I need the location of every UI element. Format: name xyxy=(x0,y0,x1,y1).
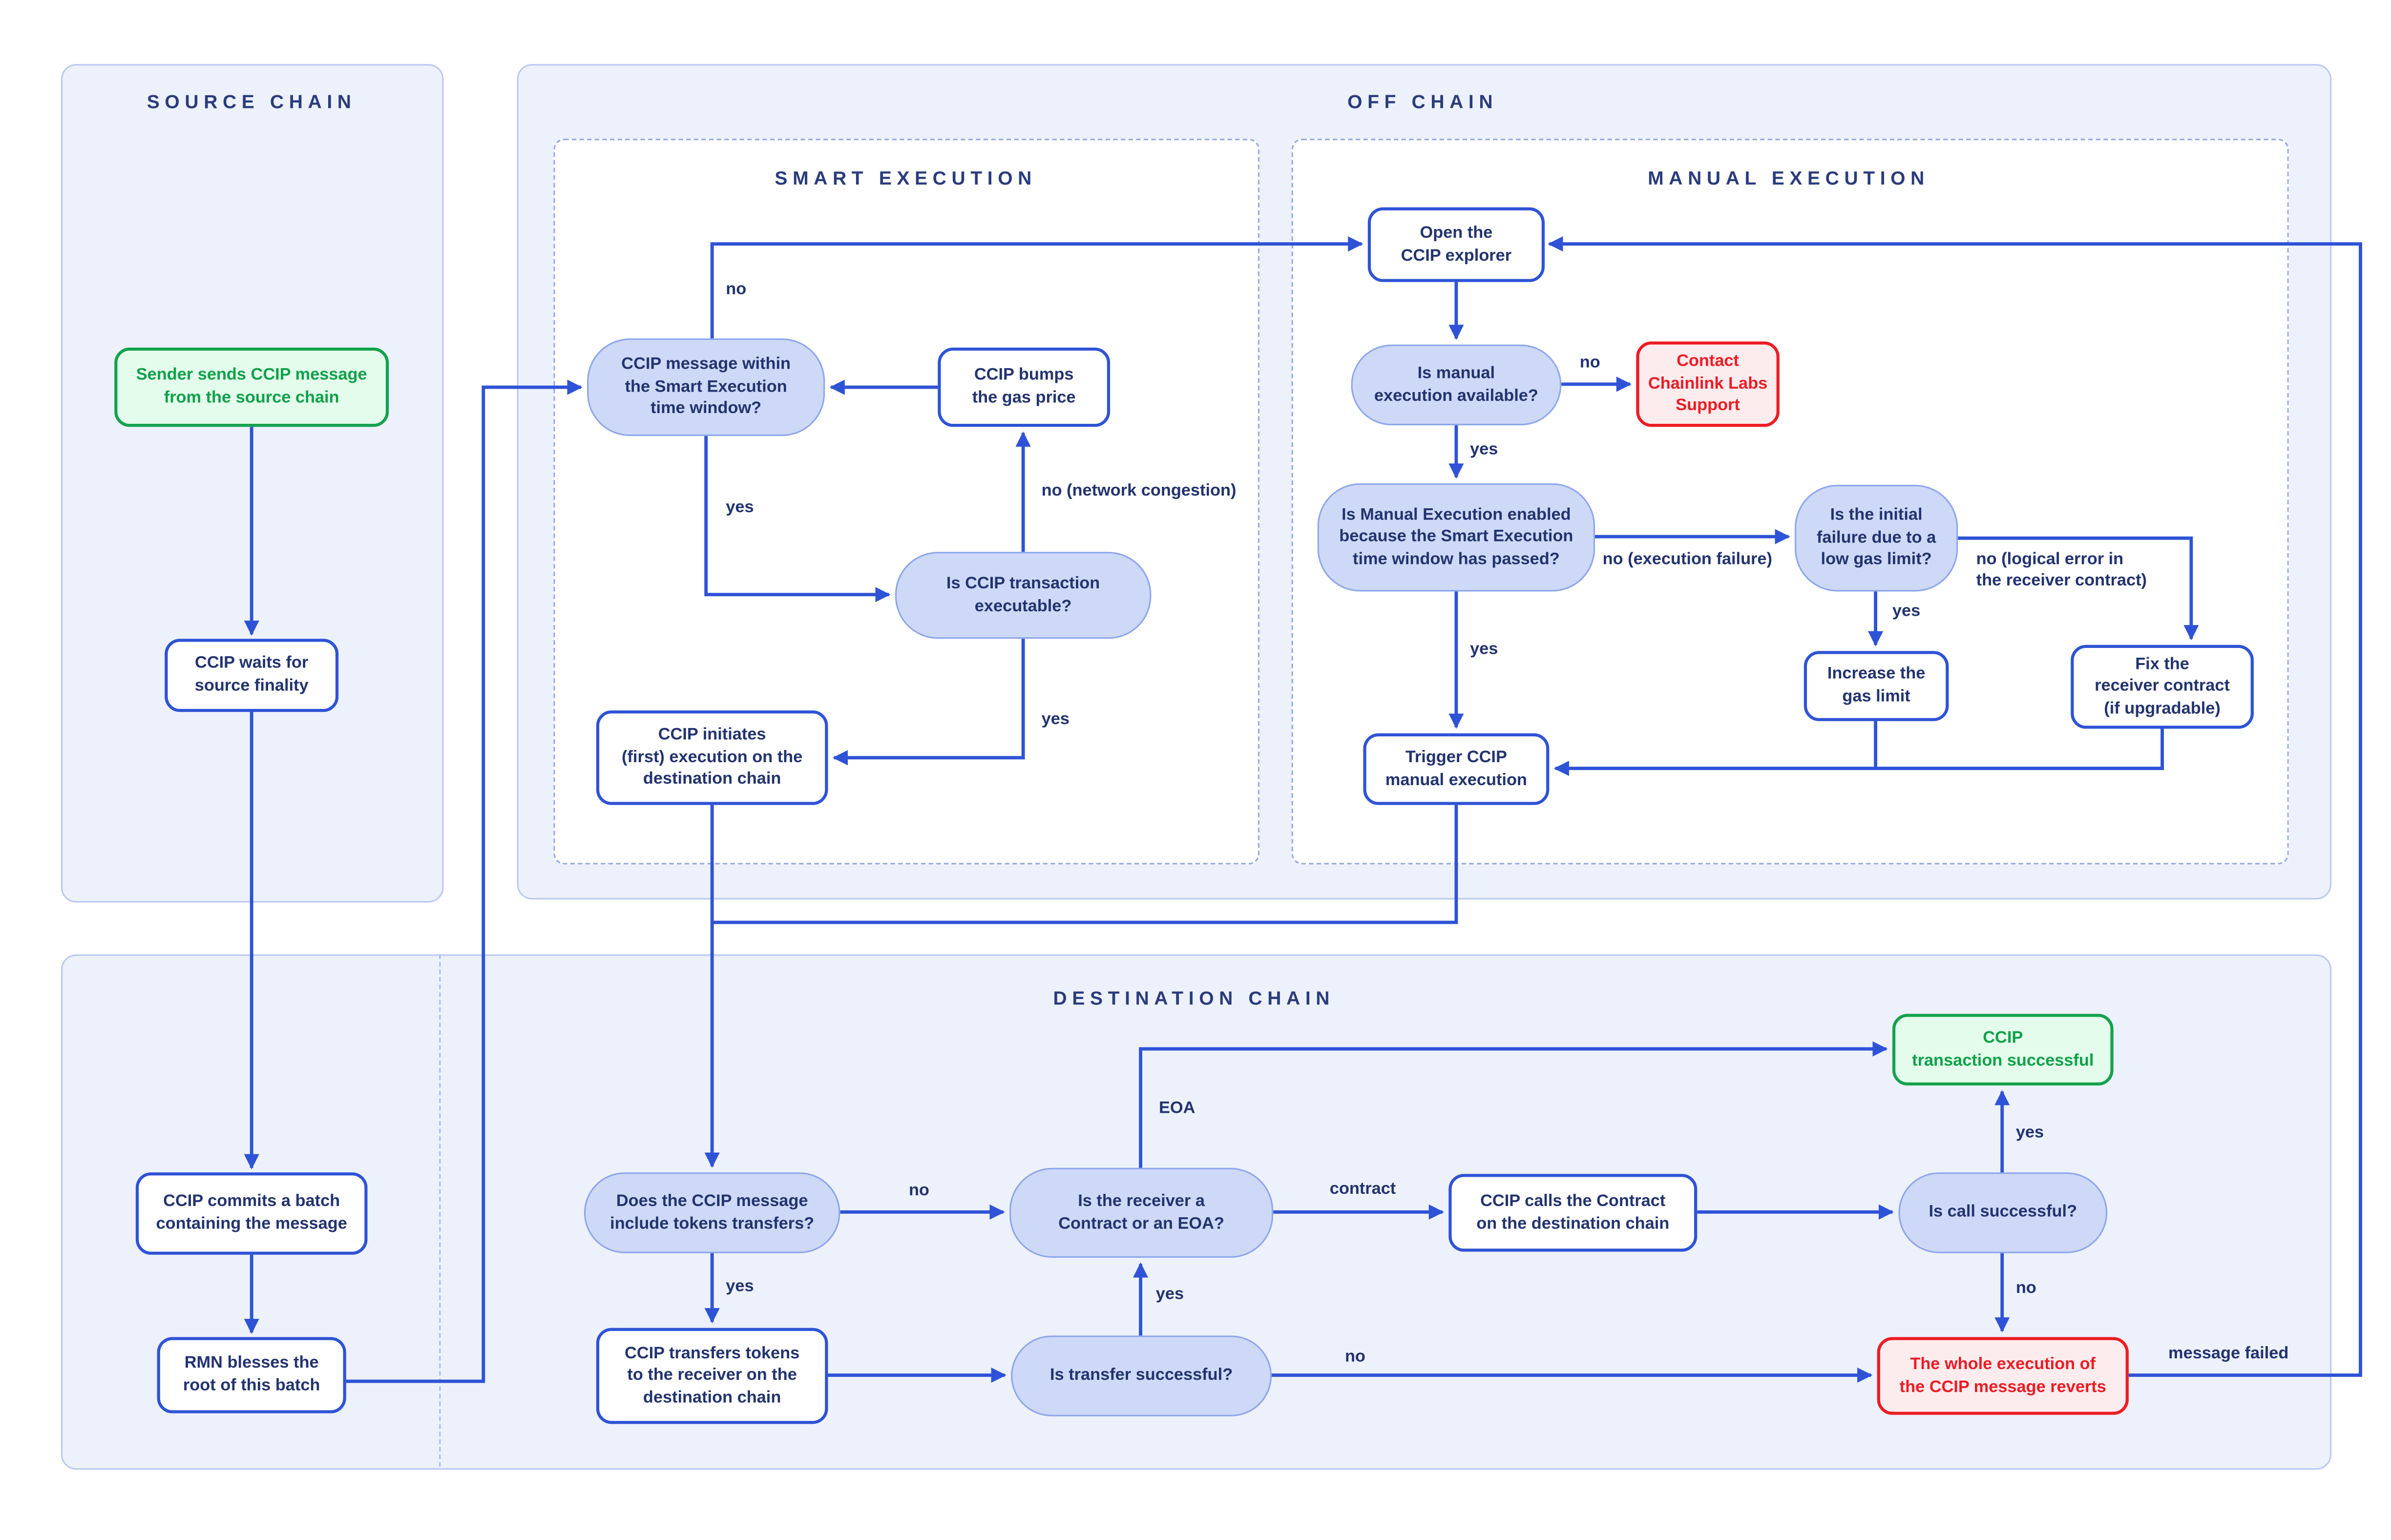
edge-label-no-manual: no xyxy=(1579,354,1600,372)
edge-label-yes-enabled: yes xyxy=(1469,640,1498,659)
edge-label-message-failed: message failed xyxy=(2168,1344,2289,1363)
edge-label-yes-tokens: yes xyxy=(726,1277,754,1296)
node-trigger-manual-execution: Trigger CCIP manual execution xyxy=(1363,733,1550,805)
source-chain-title: SOURCE CHAIN xyxy=(147,91,357,113)
edge-label-yes-call: yes xyxy=(2015,1124,2044,1142)
decision-includes-token-transfers: Does the CCIP message include tokens tra… xyxy=(584,1172,840,1253)
off-chain-title: OFF CHAIN xyxy=(1347,91,1498,113)
edge-label-no-window: no xyxy=(726,280,747,299)
edge-label-yes-executable: yes xyxy=(1041,710,1070,729)
node-ccip-initiates-execution: CCIP initiates (first) execution on the … xyxy=(596,710,828,805)
node-fix-receiver-contract: Fix the receiver contract (if upgradable… xyxy=(2071,645,2254,729)
decision-manual-execution-available: Is manual execution available? xyxy=(1351,344,1562,426)
node-transaction-successful: CCIP transaction successful xyxy=(1892,1014,2114,1086)
node-increase-gas-limit: Increase the gas limit xyxy=(1804,651,1949,721)
node-sender-sends-message: Sender sends CCIP message from the sourc… xyxy=(114,347,389,427)
node-rmn-blesses-root: RMN blesses the root of this batch xyxy=(157,1337,346,1414)
node-execution-reverts: The whole execution of the CCIP message … xyxy=(1877,1337,2129,1415)
destination-chain-divider xyxy=(439,954,441,1467)
edge-label-no-network-congestion: no (network congestion) xyxy=(1041,481,1237,500)
node-ccip-commits-batch: CCIP commits a batch containing the mess… xyxy=(135,1172,368,1255)
node-ccip-waits-finality: CCIP waits for source finality xyxy=(165,639,339,712)
edge-label-yes-window: yes xyxy=(726,499,754,517)
node-ccip-bumps-gas-price: CCIP bumps the gas price xyxy=(938,347,1111,427)
edge-label-yes-transfer: yes xyxy=(1155,1285,1184,1304)
edge-label-no-execution-failure: no (execution failure) xyxy=(1602,550,1773,569)
manual-execution-title: MANUAL EXECUTION xyxy=(1648,167,1930,189)
decision-transaction-executable: Is CCIP transaction executable? xyxy=(895,552,1152,639)
decision-transfer-successful: Is transfer successful? xyxy=(1011,1335,1272,1416)
edge-label-no-tokens: no xyxy=(908,1181,929,1200)
decision-message-within-window: CCIP message within the Smart Execution … xyxy=(587,338,825,437)
decision-failure-low-gas-limit: Is the initial failure due to a low gas … xyxy=(1795,484,1958,592)
destination-chain-title: DESTINATION CHAIN xyxy=(1053,988,1335,1010)
edge-label-yes-gas: yes xyxy=(1892,602,1921,621)
decision-receiver-contract-or-eoa: Is the receiver a Contract or an EOA? xyxy=(1009,1167,1274,1258)
edge-label-eoa: EOA xyxy=(1159,1099,1196,1118)
edge-label-no-logical-error: no (logical error in the receiver contra… xyxy=(1976,550,2147,591)
smart-execution-title: SMART EXECUTION xyxy=(775,167,1037,189)
node-contact-chainlink-support: Contact Chainlink Labs Support xyxy=(1636,341,1780,427)
node-open-ccip-explorer: Open the CCIP explorer xyxy=(1367,207,1545,282)
edge-label-no-transfer: no xyxy=(1344,1348,1365,1366)
node-ccip-calls-contract: CCIP calls the Contract on the destinati… xyxy=(1448,1174,1698,1252)
node-ccip-transfers-tokens: CCIP transfers tokens to the receiver on… xyxy=(596,1328,828,1424)
edge-label-no-call: no xyxy=(2015,1279,2036,1298)
edge-label-contract: contract xyxy=(1329,1180,1396,1199)
decision-call-successful: Is call successful? xyxy=(1898,1172,2108,1253)
decision-manual-enabled-window-passed: Is Manual Execution enabled because the … xyxy=(1317,483,1595,592)
edge-label-yes-manual: yes xyxy=(1469,440,1498,459)
